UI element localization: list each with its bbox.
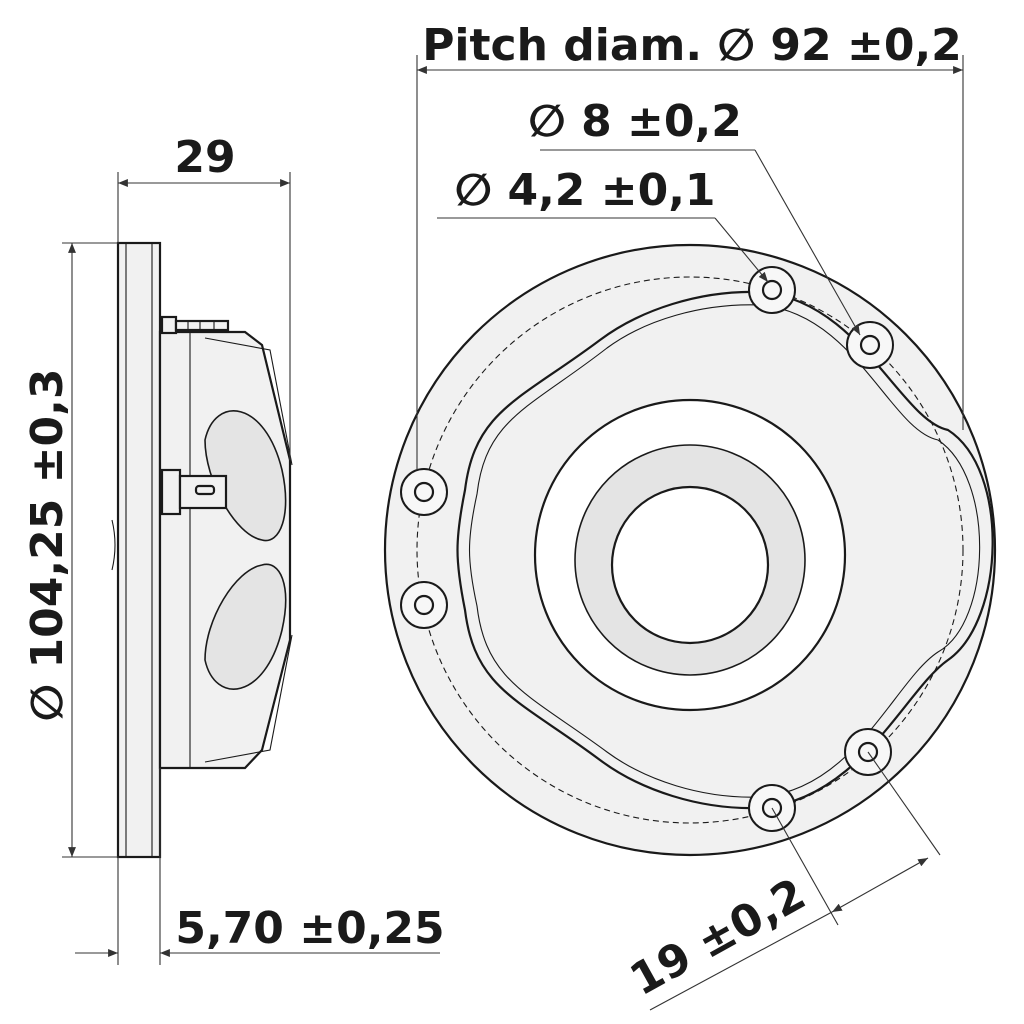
mount-hole-left-2 xyxy=(400,581,448,629)
dim-depth: 29 xyxy=(117,132,291,460)
dim-flange-thickness-label: 5,70 ±0,25 xyxy=(175,903,444,954)
dim-pitch-diameter: Pitch diam. ∅ 92 ±0,2 xyxy=(416,20,964,470)
side-flange xyxy=(116,241,162,859)
mount-hole-left-1 xyxy=(400,468,448,516)
dim-hole-large: ∅ 8 ±0,2 xyxy=(528,96,861,336)
dim-outer-diameter: ∅ 104,25 ±0,3 xyxy=(22,242,118,858)
side-dome-lower xyxy=(204,563,287,690)
front-throat xyxy=(610,485,770,645)
dim-depth-label: 29 xyxy=(174,132,235,183)
front-view: Pitch diam. ∅ 92 ±0,2 ∅ 8 ±0,2 ∅ 4,2 ±0,… xyxy=(383,20,997,1011)
side-terminal-lower xyxy=(160,468,228,516)
pitch-circle xyxy=(416,276,964,824)
side-terminal-upper xyxy=(160,315,230,335)
dim-hole-small-label: ∅ 4,2 ±0,1 xyxy=(454,165,715,216)
side-body xyxy=(158,330,292,770)
dim-hole-small: ∅ 4,2 ±0,1 xyxy=(437,165,769,283)
mount-hole-top-2 xyxy=(846,321,894,369)
dim-pitch-diameter-label: Pitch diam. ∅ 92 ±0,2 xyxy=(422,20,962,71)
dim-flange-thickness: 5,70 ±0,25 xyxy=(75,768,445,965)
side-view: 29 ∅ 104,25 ±0,3 5,70 ±0,25 xyxy=(22,132,445,965)
dim-hole-large-label: ∅ 8 ±0,2 xyxy=(528,96,742,147)
mount-hole-top-1 xyxy=(748,266,796,314)
dim-outer-diameter-label: ∅ 104,25 ±0,3 xyxy=(22,369,73,722)
front-lobed-body xyxy=(456,290,994,810)
